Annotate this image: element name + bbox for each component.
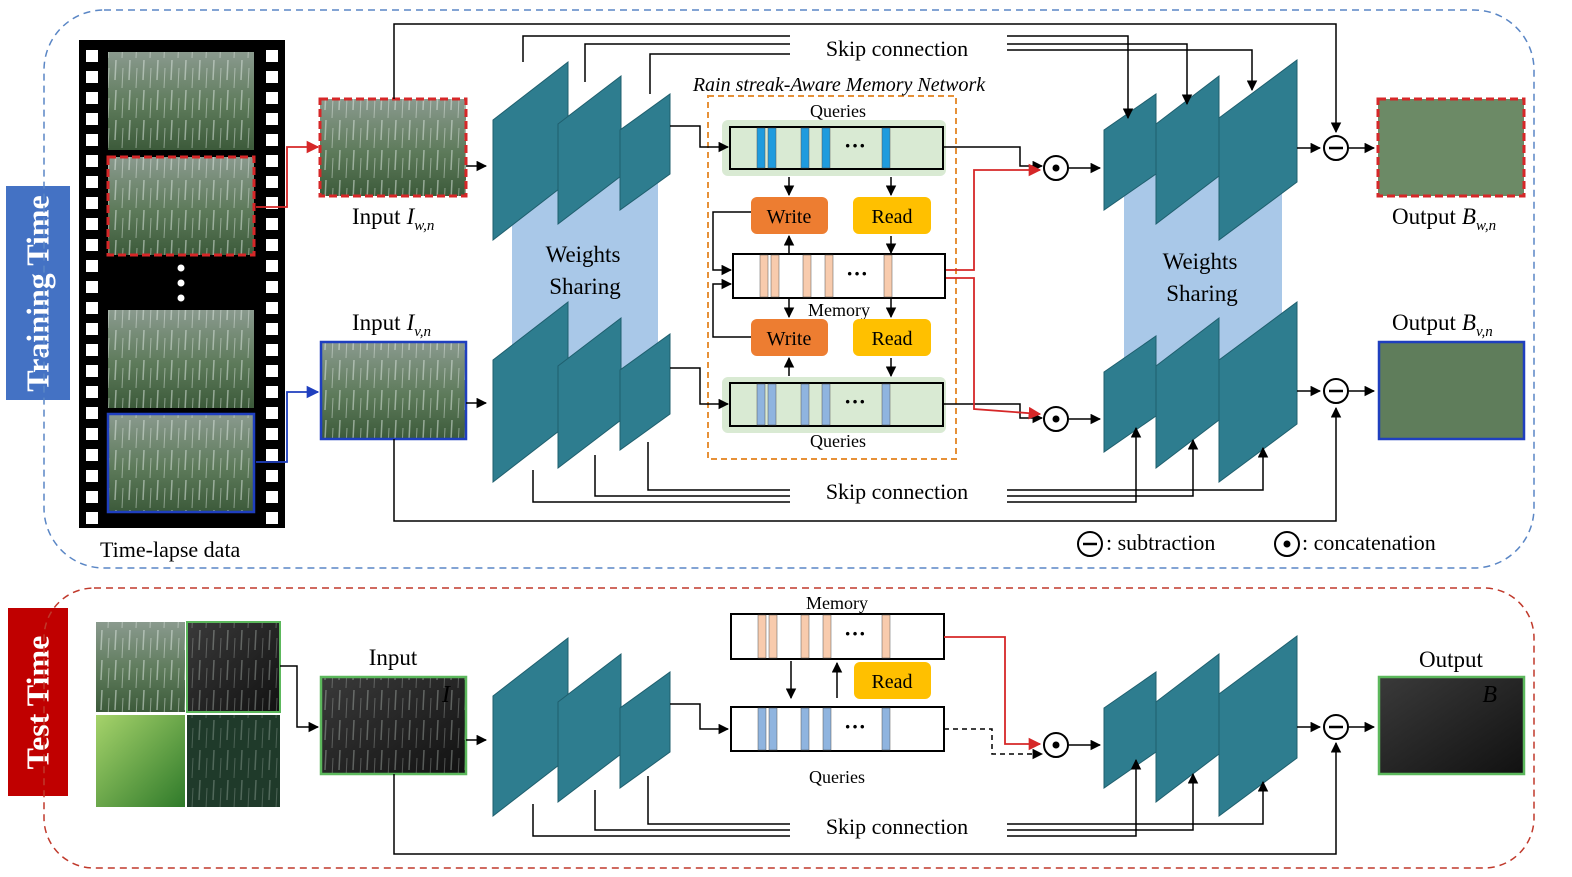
network-blocks <box>492 59 1298 818</box>
test-queries-ellipsis: ··· <box>844 714 866 739</box>
test-read-label: Read <box>871 671 912 693</box>
encoder-v-block-3 <box>619 333 671 451</box>
test-queries-label: Queries <box>809 767 865 787</box>
weights-sharing-enc-line1: Weights <box>546 242 621 267</box>
skip-connection-bottom: Skip connection <box>826 479 968 504</box>
test-subtract-icon <box>1323 714 1349 740</box>
read-top-label: Read <box>871 206 912 228</box>
test-output-label: Output <box>1419 647 1484 672</box>
test-encoder-block-1 <box>492 636 569 818</box>
decoder-v-block-1 <box>1103 335 1157 453</box>
encoder-w-block-3 <box>619 93 671 211</box>
test-sample-3 <box>96 715 185 807</box>
weights-sharing-dec-line1: Weights <box>1163 249 1238 274</box>
read-top-box <box>853 197 931 234</box>
test-memory-ellipsis: ··· <box>844 621 866 646</box>
test-output-image <box>1379 677 1524 774</box>
concat-top-icon <box>1043 155 1069 181</box>
concat-bottom-icon <box>1043 406 1069 432</box>
test-decoder-block-1 <box>1103 671 1157 789</box>
write-bottom-box <box>751 319 828 356</box>
test-read-box <box>854 662 931 699</box>
test-queries-bar <box>730 706 945 752</box>
memory-network-box <box>707 95 957 460</box>
queries-top-ellipsis: ··· <box>844 133 866 158</box>
test-time-tag: Test Time <box>8 608 68 796</box>
decoder-v-block-3 <box>1218 301 1298 483</box>
timelapse-label: Time-lapse data <box>100 537 241 562</box>
test-skip-connection: Skip connection <box>826 814 968 839</box>
queries-bottom-label: Queries <box>810 431 866 451</box>
read-bottom-box <box>853 319 931 356</box>
read-bottom-label: Read <box>871 328 912 350</box>
test-memory-bar <box>730 613 945 660</box>
queries-bottom-ellipsis: ··· <box>844 389 866 414</box>
test-concat-icon <box>1043 732 1069 758</box>
training-panel-border <box>43 9 1535 569</box>
skip-connection-top: Skip connection <box>826 36 968 61</box>
queries-bottom-bar <box>729 382 944 427</box>
subtract-bottom-icon <box>1323 378 1349 404</box>
write-top-label: Write <box>767 206 812 228</box>
output-v-image <box>1379 342 1524 439</box>
weights-sharing-enc-line2: Sharing <box>549 274 621 299</box>
test-output-symbol: B <box>1482 682 1497 708</box>
legend-concatenation-icon <box>1274 531 1300 557</box>
test-memory-label: Memory <box>806 593 868 613</box>
memory-label: Memory <box>808 300 870 320</box>
test-decoder-block-2 <box>1155 652 1220 804</box>
memory-ellipsis: ··· <box>846 261 868 286</box>
write-top-box <box>751 197 828 234</box>
legend-subtraction: : subtraction <box>1106 530 1215 555</box>
memory-network-title: Rain streak-Aware Memory Network <box>692 74 986 96</box>
decoder-w-block-3 <box>1218 59 1298 241</box>
test-decoder-block-3 <box>1218 635 1298 817</box>
output-w-image <box>1378 99 1524 196</box>
queries-top-label: Queries <box>810 101 866 121</box>
legend-concatenation: : concatenation <box>1302 530 1436 555</box>
film-strip <box>79 40 285 528</box>
queries-top-bar <box>729 126 944 170</box>
test-input-label: Input <box>369 645 418 670</box>
training-time-tag: Training Time <box>6 186 70 400</box>
weights-sharing-dec-line2: Sharing <box>1166 281 1238 306</box>
test-encoder-block-3 <box>619 671 671 789</box>
legend-subtraction-icon <box>1077 531 1103 557</box>
test-input-symbol: I <box>441 682 451 708</box>
memory-bar <box>732 253 946 299</box>
write-bottom-label: Write <box>767 328 812 350</box>
subtract-top-icon <box>1323 135 1349 161</box>
